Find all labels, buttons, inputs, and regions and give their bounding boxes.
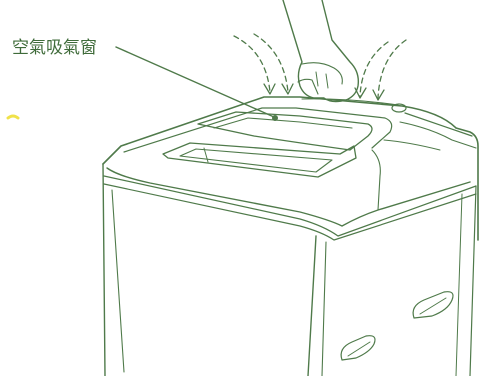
airflow-arrow-left-inner-icon [253,33,294,95]
washing-machine [102,96,479,376]
cabinet-top-rim [103,183,477,241]
side-handle-lower-icon [340,335,376,361]
air-intake-window-label: 空氣吸氣窗 [12,38,97,58]
airflow-arrow-right-inner-icon [354,41,389,99]
callout-leader-line [115,46,275,118]
side-handle-upper-icon [412,291,454,319]
cabinet-right-inner-edge [455,193,463,376]
highlight-mark [6,114,20,120]
control-knob-icon [391,103,407,113]
lid-right-fold [371,149,381,211]
lid-right-top-line [383,139,441,151]
detergent-drawer-inner [179,148,333,173]
cabinet-left-inner-edge [111,189,125,373]
lid-front-edge-lower [103,175,477,237]
airflow-arrow-left-outer-icon [233,35,276,95]
cabinet-left-edge [102,163,106,376]
air-intake-window [197,111,373,151]
machine-top-outline [102,96,479,241]
lid-rear-ridge [399,121,477,149]
cabinet-front-corner [307,235,317,376]
cabinet-right-edge [469,185,477,376]
detergent-drawer [162,142,357,178]
cabinet-corner-inner [321,241,327,376]
lid-front-edge [106,167,471,227]
control-panel-ridge [301,98,399,106]
lid-back-edge [404,112,473,137]
lid-panel-outline [123,107,393,153]
airflow-arrow-right-outer-icon [372,39,407,101]
air-intake-window-inner [213,117,353,129]
air-intake-callout: 空氣吸氣窗 [12,38,278,121]
hand-icon [282,0,360,103]
drawer-divider [203,147,209,163]
